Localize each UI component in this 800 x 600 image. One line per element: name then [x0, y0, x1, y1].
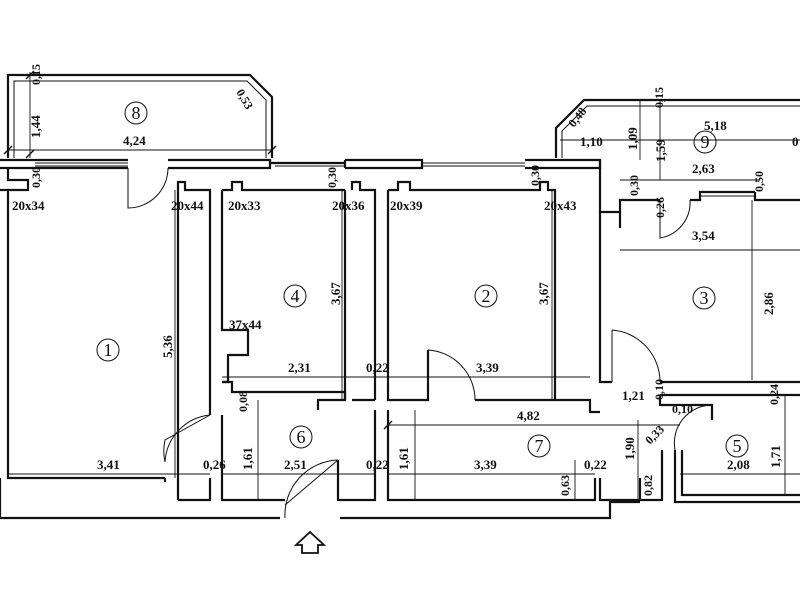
dim-label: 2,63 — [692, 161, 715, 176]
opening-label: 20x39 — [390, 198, 423, 213]
dim-label: 3,39 — [476, 360, 499, 375]
dim-label: 0,10 — [652, 379, 666, 400]
dim-label: 2,31 — [288, 360, 311, 375]
opening-label: 20x36 — [332, 198, 365, 213]
opening-label: 20x43 — [544, 198, 577, 213]
dim-label: 0,08 — [236, 391, 250, 412]
dim-label: 0,33 — [642, 422, 667, 447]
dimension-lines — [3, 70, 800, 500]
dim-label: 2,51 — [284, 457, 307, 472]
dim-label: 1,71 — [768, 445, 783, 468]
dim-label: 0,48 — [565, 105, 589, 130]
dim-label: 0,15 — [29, 64, 43, 85]
dim-label: 3,67 — [536, 282, 551, 305]
door-swings — [127, 167, 713, 519]
entrance-arrow-icon — [293, 530, 327, 554]
dim-label: 0,63 — [558, 475, 572, 496]
dim-label: 0,26 — [203, 457, 226, 472]
dim-label: 3,41 — [97, 457, 120, 472]
top-exterior-wall — [0, 158, 800, 214]
dim-label: 1,21 — [622, 388, 645, 403]
room-3-walls — [598, 212, 800, 384]
opening-label: 20x34 — [12, 198, 45, 213]
dim-label: 1,10 — [580, 134, 603, 149]
dim-label: 0,10 — [672, 402, 693, 416]
room-number-4: 4 — [291, 286, 300, 306]
dim-label: 0 — [792, 134, 799, 149]
dim-label: 5,18 — [704, 118, 727, 133]
dim-label: 0,15 — [652, 87, 666, 108]
dim-label: 0,50 — [752, 171, 766, 192]
dim-label: 0,53 — [233, 87, 256, 112]
dim-label: 5,36 — [160, 335, 175, 358]
dim-label: 0,82 — [641, 475, 655, 496]
dim-label: 0,22 — [366, 457, 389, 472]
balcony-8-outline — [6, 73, 274, 158]
room-number-5: 5 — [733, 436, 742, 456]
dim-label: 0,24 — [767, 384, 781, 405]
dim-label: 1,61 — [396, 447, 411, 470]
dim-label: 1,90 — [622, 437, 637, 460]
dim-label: 3,67 — [328, 282, 343, 305]
dim-label: 4,24 — [123, 133, 146, 148]
opening-labels: 20x34 20x44 20x33 20x36 20x39 20x43 37x4… — [12, 198, 577, 332]
opening-label: 20x44 — [171, 198, 204, 213]
dim-label: 1,61 — [240, 447, 255, 470]
dim-label: 0,22 — [584, 457, 607, 472]
dim-label: 1,09 — [625, 127, 640, 150]
room-labels: 1 2 3 4 5 6 7 8 9 — [96, 101, 749, 458]
dim-label: 2,86 — [761, 292, 776, 315]
room-number-9: 9 — [701, 132, 710, 152]
opening-label: 20x33 — [228, 198, 261, 213]
dim-label: 0,30 — [29, 167, 43, 188]
dim-label: 0,30 — [325, 167, 339, 188]
dim-label: 3,54 — [692, 228, 715, 243]
dim-label: 0,30 — [627, 175, 641, 196]
dim-label: 2,08 — [727, 457, 750, 472]
room-number-6: 6 — [297, 427, 306, 447]
room-1-walls — [0, 168, 212, 500]
dim-label: 4,82 — [517, 408, 540, 423]
balcony-9-outline — [554, 98, 800, 158]
opening-label: 37x44 — [229, 317, 262, 332]
room-2-walls — [386, 180, 600, 414]
room-5-walls — [658, 393, 800, 504]
dim-label: 1,44 — [28, 115, 43, 138]
dim-label: 0,26 — [653, 197, 667, 218]
dim-label: 3,39 — [474, 457, 497, 472]
dim-label: 0,22 — [366, 360, 389, 375]
room-number-7: 7 — [535, 436, 544, 456]
dimension-labels: 0,15 1,44 4,24 0,53 0,30 0,30 0,30 0,30 … — [28, 64, 799, 496]
dim-label: 0,30 — [528, 165, 542, 186]
room-number-8: 8 — [132, 103, 141, 123]
room-number-1: 1 — [104, 340, 113, 360]
room-number-2: 2 — [482, 286, 491, 306]
bottom-exterior-wall — [0, 410, 664, 520]
room-4-walls — [220, 180, 377, 410]
dim-label: 1,59 — [653, 139, 668, 162]
room-number-3: 3 — [700, 288, 709, 308]
